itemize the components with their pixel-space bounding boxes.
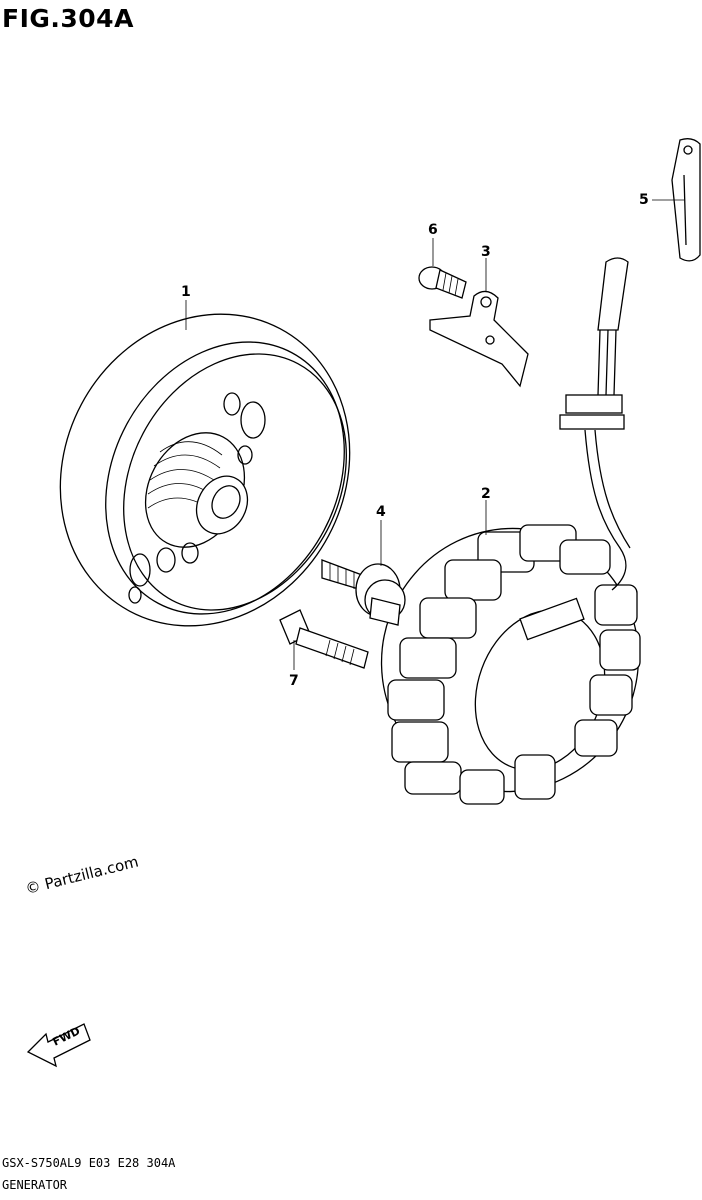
callout-6[interactable]: 6 [428,222,438,238]
callout-5[interactable]: 5 [639,192,649,208]
part-1-rotor[interactable] [6,263,403,677]
callout-7[interactable]: 7 [289,673,299,689]
leader-lines [185,199,684,670]
callout-4[interactable]: 4 [376,504,386,520]
figure-title: FIG.304A [2,4,134,33]
part-3-bracket[interactable] [429,290,529,388]
part-4-bolt[interactable] [321,559,406,626]
part-5-clamp[interactable] [671,138,701,262]
part-7-screw[interactable] [279,609,369,669]
callout-1[interactable]: 1 [181,284,191,300]
part-2-stator[interactable] [345,257,676,828]
callout-2[interactable]: 2 [481,486,491,502]
footer-name: GENERATOR [2,1178,68,1192]
part-6-bolt[interactable] [418,266,467,299]
fwd-arrow-icon [26,1023,91,1068]
footer-code: GSX-S750AL9 E03 E28 304A [2,1156,176,1170]
callout-3[interactable]: 3 [481,244,491,260]
